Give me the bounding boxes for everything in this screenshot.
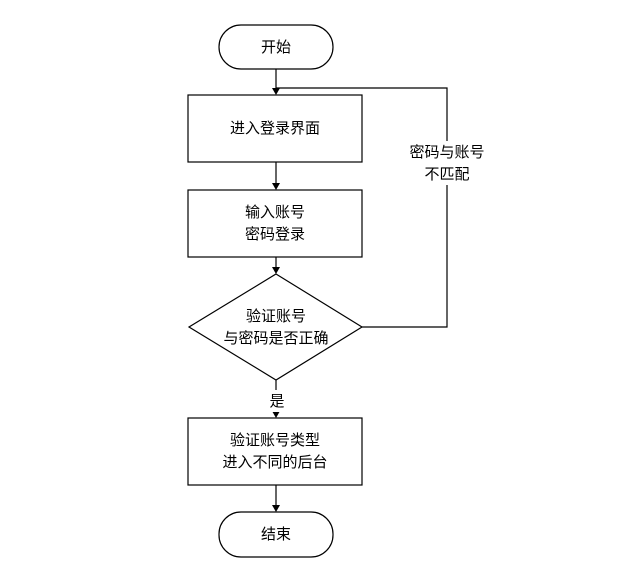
arrowhead-credentials [272, 183, 280, 190]
arrowhead-login [272, 88, 280, 95]
login-screen-label: 进入登录界面 [229, 119, 320, 137]
yes-edge-label: 是 [266, 390, 288, 412]
start-label: 开始 [260, 38, 291, 56]
login-screen-box [187, 94, 363, 163]
arrowhead-end [272, 505, 280, 512]
arrowhead-verify [272, 267, 280, 274]
route-box [187, 417, 363, 486]
enter-credentials-label: 输入账号 密码登录 [244, 203, 305, 243]
edge-mismatch-loop [276, 87, 448, 328]
end-label: 结束 [260, 525, 291, 543]
mismatch-edge-label: 密码与账号 不匹配 [397, 141, 497, 185]
arrowhead-route [272, 411, 280, 418]
route-label: 验证账号类型 进入不同的后台 [222, 431, 328, 471]
enter-credentials-box [187, 189, 363, 258]
verify-label: 验证账号 与密码是否正确 [223, 307, 329, 347]
